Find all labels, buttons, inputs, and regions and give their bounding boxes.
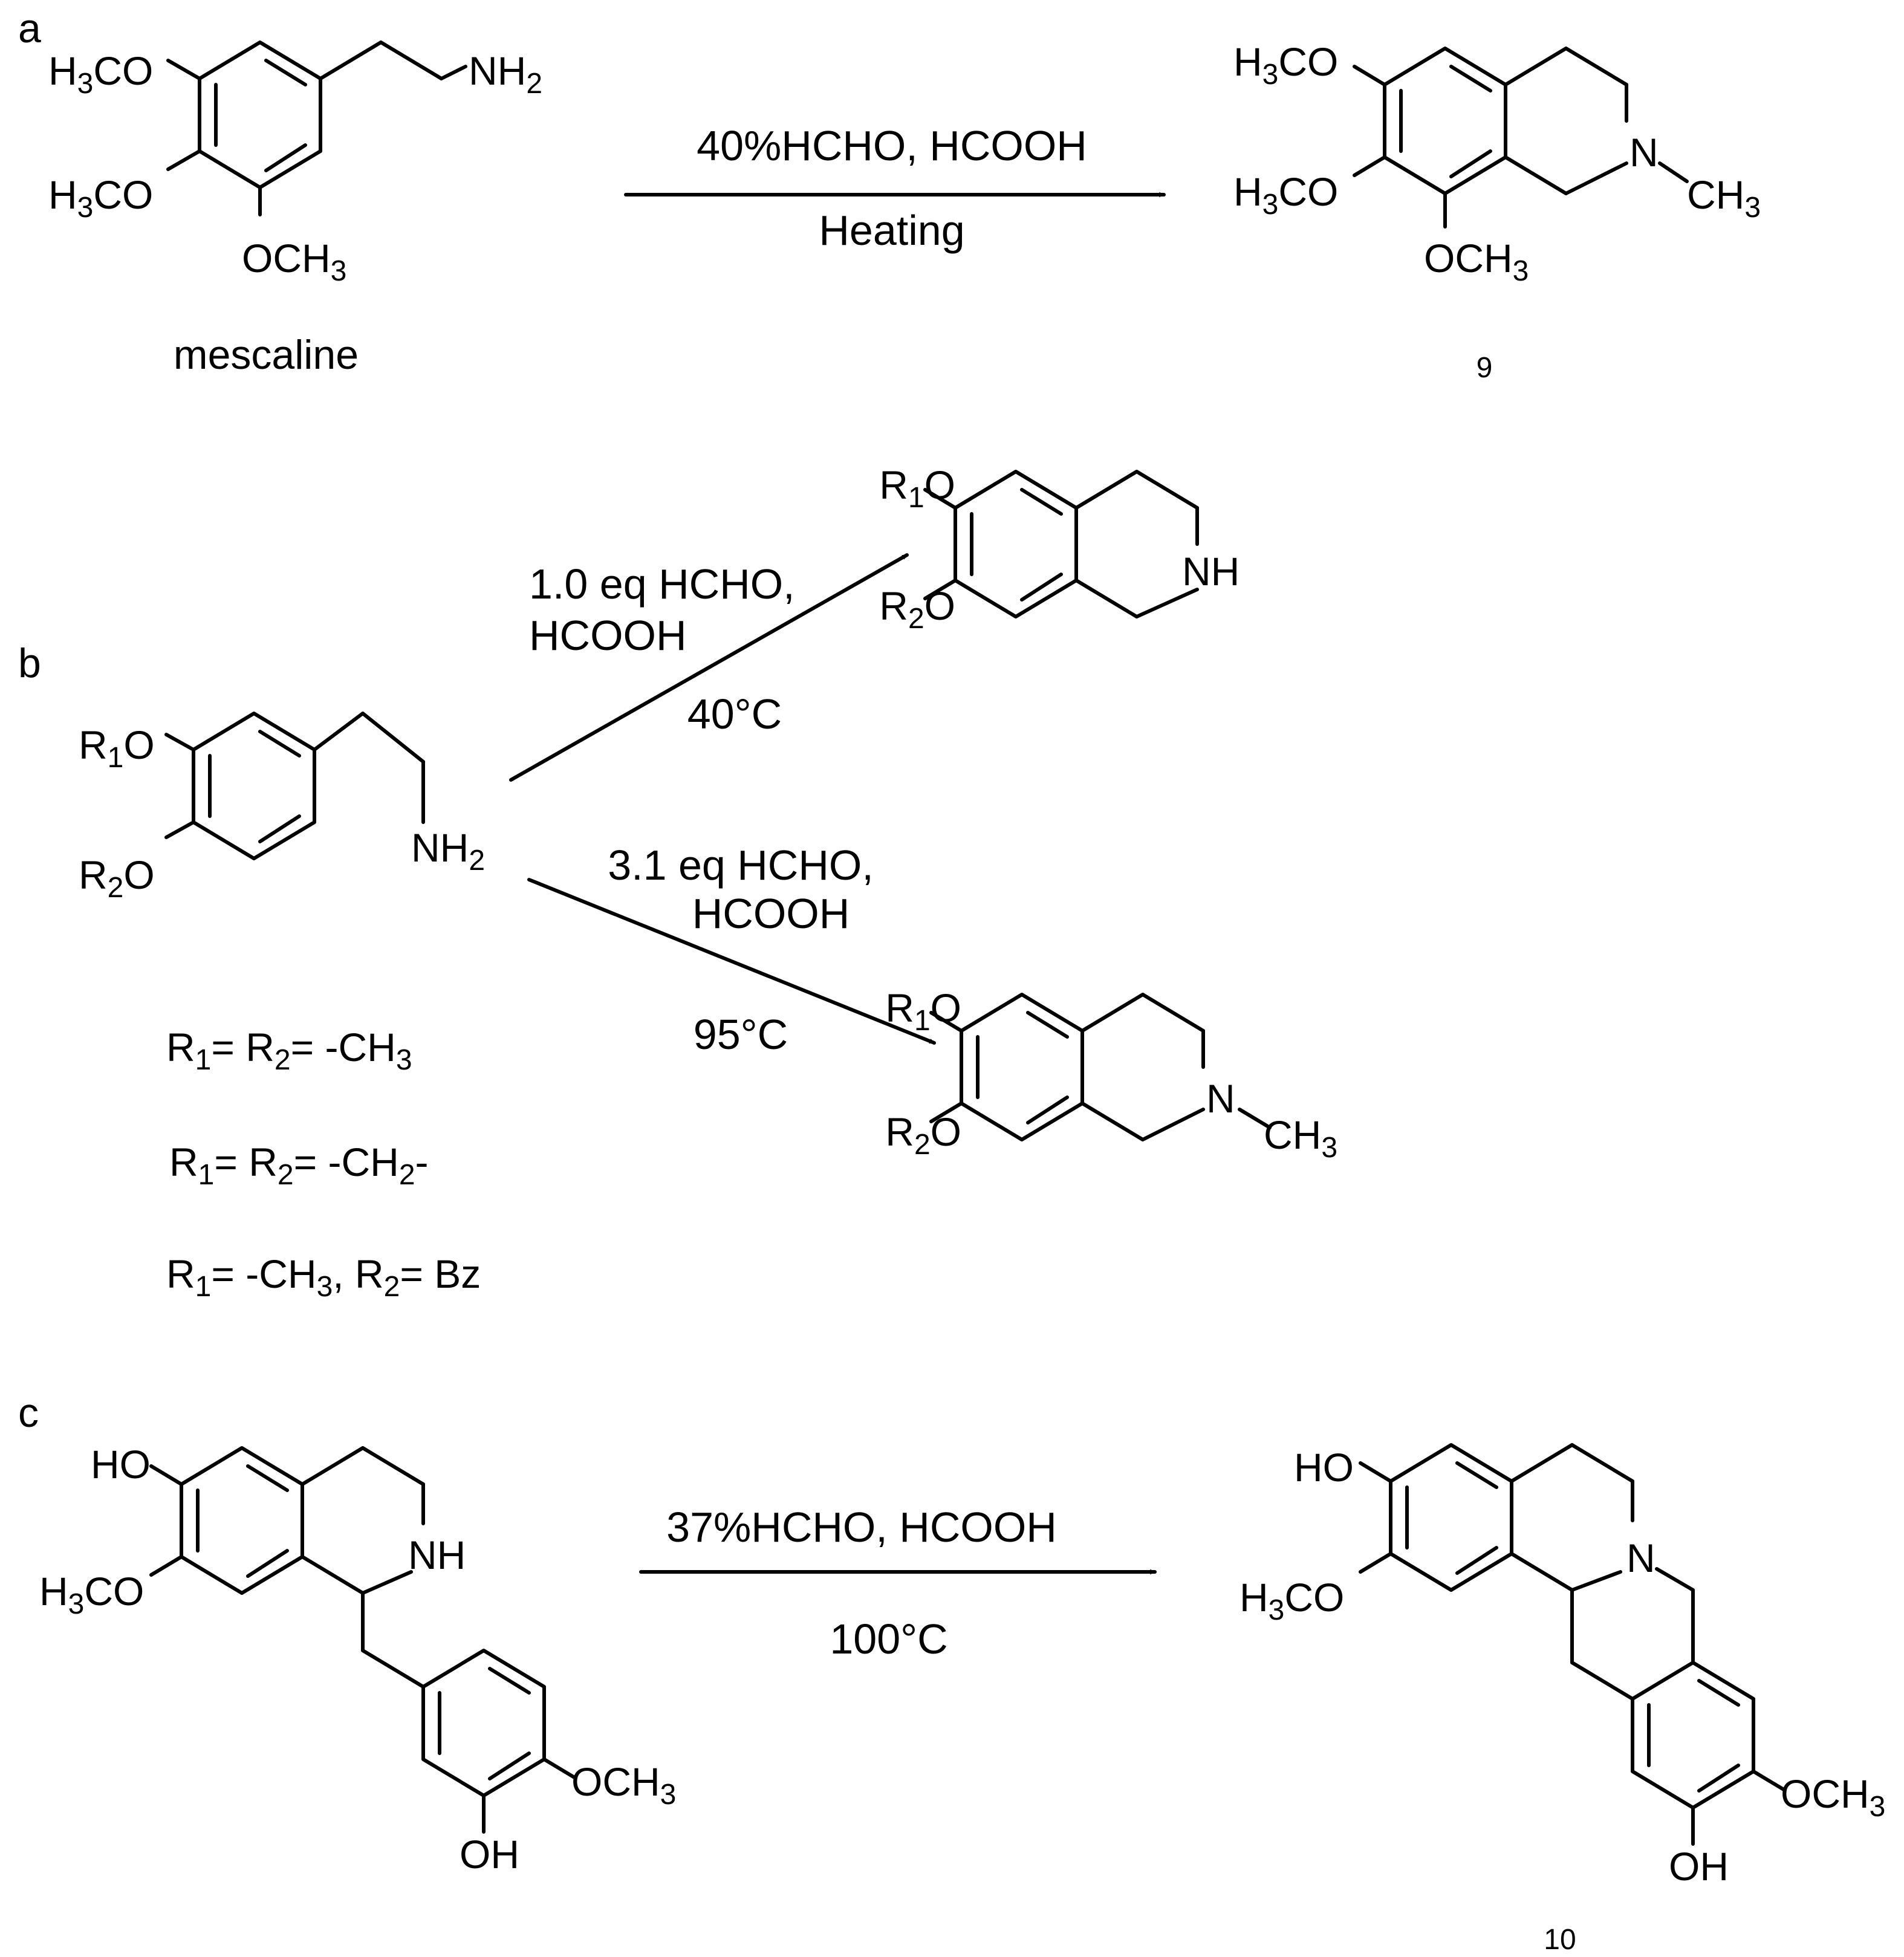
panel-b-upper-conditions-2: HCOOH xyxy=(529,612,687,659)
panel-a-label: a xyxy=(18,5,41,51)
svg-text:OCH3: OCH3 xyxy=(1781,1771,1885,1823)
svg-text:N: N xyxy=(1206,1076,1235,1121)
panel-b-lower-arrow xyxy=(527,878,936,1045)
svg-text:HO: HO xyxy=(91,1442,151,1487)
phenethylamine-labels: R1O R2O NH2 xyxy=(79,722,485,904)
product-b-nh-labels: R1O R2O NH xyxy=(879,462,1240,635)
panel-b-lower-conditions-1: 3.1 eq HCHO, xyxy=(608,842,874,889)
svg-text:R1O: R1O xyxy=(79,722,155,774)
mescaline-structure xyxy=(166,41,467,216)
product-b-nh-structure xyxy=(923,470,1199,618)
phenethylamine-structure xyxy=(164,712,425,860)
panel-b-upper-conditions-1: 1.0 eq HCHO, xyxy=(529,560,795,608)
product-b-nme-structure xyxy=(929,993,1272,1141)
svg-text:HO: HO xyxy=(1294,1445,1354,1490)
panel-b-lower-temperature: 95°C xyxy=(694,1011,788,1058)
svg-text:R1O: R1O xyxy=(879,462,955,514)
mescaline-name: mescaline xyxy=(174,332,359,378)
panel-a-conditions-bottom: Heating xyxy=(819,207,964,254)
panel-c-conditions-top: 37%HCHO, HCOOH xyxy=(666,1504,1057,1551)
substituent-1: R1= R2= -CH3 xyxy=(166,1025,412,1076)
panel-c: c HO H3CO NH OCH3 xyxy=(18,1390,1885,1956)
svg-text:NH2: NH2 xyxy=(411,825,485,877)
product-9-structure xyxy=(1353,47,1689,229)
panel-b-lower-conditions-2: HCOOH xyxy=(692,890,850,937)
mescaline-labels: H3CO H3CO OCH3 NH2 xyxy=(48,48,542,287)
svg-text:R2O: R2O xyxy=(885,1109,961,1161)
panel-b-upper-temperature: 40°C xyxy=(687,690,782,738)
panel-a: a H3CO H3CO OCH3 NH2 mescaline 40%HCHO, … xyxy=(18,5,1761,384)
svg-text:H3CO: H3CO xyxy=(1233,39,1338,91)
product-9-labels: H3CO H3CO OCH3 N CH3 xyxy=(1233,39,1761,287)
svg-text:H3CO: H3CO xyxy=(39,1569,144,1620)
svg-text:CH3: CH3 xyxy=(1687,172,1761,224)
product-10-structure xyxy=(1359,1443,1785,1846)
product-b-nme-labels: R1O R2O N CH3 xyxy=(885,985,1337,1164)
panel-c-label: c xyxy=(18,1390,39,1436)
svg-text:H3CO: H3CO xyxy=(1233,169,1338,221)
substituent-3: R1= -CH3, R2= Bz xyxy=(166,1251,481,1303)
mescaline-methoxy-top: H3CO xyxy=(48,48,153,100)
mescaline-amine: NH2 xyxy=(469,48,542,100)
svg-text:OCH3: OCH3 xyxy=(571,1759,676,1811)
panel-b: b R1O R2O NH2 1.0 eq HCHO, HCOOH 40°C xyxy=(18,462,1337,1303)
svg-text:N: N xyxy=(1629,130,1659,175)
mescaline-methoxy-mid: H3CO xyxy=(48,172,153,224)
svg-text:OCH3: OCH3 xyxy=(1424,236,1529,287)
svg-text:NH: NH xyxy=(1182,549,1240,594)
panel-a-conditions-top: 40%HCHO, HCOOH xyxy=(697,122,1087,169)
panel-b-upper-arrow xyxy=(509,553,909,782)
svg-text:CH3: CH3 xyxy=(1264,1112,1337,1164)
svg-text:R2O: R2O xyxy=(879,583,955,635)
svg-text:N: N xyxy=(1626,1536,1655,1580)
svg-text:OH: OH xyxy=(460,1832,519,1877)
svg-text:R1O: R1O xyxy=(885,985,961,1037)
panel-b-label: b xyxy=(18,640,41,686)
product-10-labels: HO H3CO N OCH3 OH xyxy=(1240,1445,1885,1889)
panel-c-conditions-bottom: 100°C xyxy=(830,1615,947,1663)
substituent-2: R1= R2= -CH2- xyxy=(169,1140,429,1191)
product-10-label: 10 xyxy=(1544,1924,1576,1956)
benzylisoquinoline-labels: HO H3CO NH OCH3 OH xyxy=(39,1442,676,1877)
benzylisoquinoline-structure xyxy=(149,1446,576,1834)
svg-text:OH: OH xyxy=(1669,1844,1729,1889)
mescaline-methoxy-bottom: OCH3 xyxy=(242,236,346,287)
svg-text:R2O: R2O xyxy=(79,852,155,904)
product-9-label: 9 xyxy=(1477,352,1493,384)
substituent-list: R1= R2= -CH3 R1= R2= -CH2- R1= -CH3, R2=… xyxy=(166,1025,481,1303)
svg-text:H3CO: H3CO xyxy=(1240,1575,1344,1626)
svg-text:NH: NH xyxy=(408,1533,466,1577)
